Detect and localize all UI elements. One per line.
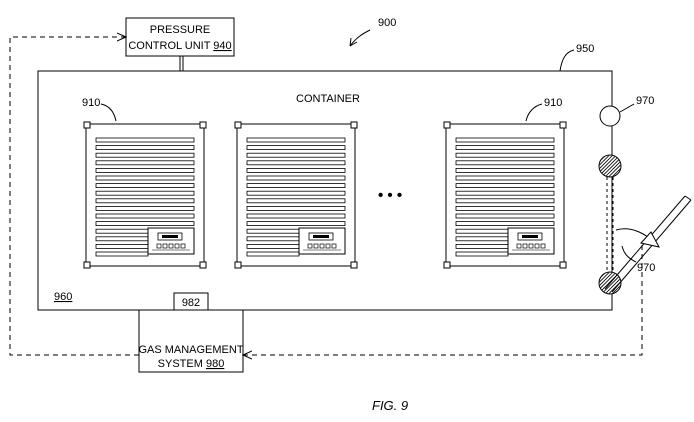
signal-door-to-gas: [243, 245, 643, 355]
server-racks: [83, 121, 567, 269]
gas-system-line2: SYSTEM 980: [158, 358, 225, 370]
server-rack: [234, 121, 358, 269]
figure-ref-arrowhead: [349, 37, 358, 47]
server-ref-right-leader: [525, 103, 543, 122]
figure-caption: FIG. 9: [372, 398, 408, 413]
gas-port: [173, 292, 209, 311]
server-rack: [83, 121, 207, 269]
pressure-control-unit: PRESSURE CONTROL UNIT 940: [125, 17, 235, 71]
gas-system-line1: GAS MANAGEMENT: [138, 344, 243, 356]
server-ref-left: 910: [82, 97, 100, 109]
pressure-unit-ref: 940: [213, 40, 231, 52]
door-swing-arrowhead: [640, 231, 660, 248]
figure-ref-arrow: [349, 29, 371, 47]
door-ref-970: 970: [637, 262, 655, 274]
server-rack: [443, 121, 567, 269]
container-door: 970: [604, 195, 692, 293]
pressure-unit-line1: PRESSURE: [150, 24, 211, 36]
container-interior-ref: 960: [54, 291, 72, 303]
pressure-unit-line2: CONTROL UNIT 940: [128, 40, 231, 52]
gas-management-system: GAS MANAGEMENT SYSTEM 980 982: [138, 292, 244, 373]
server-ref-right: 910: [544, 97, 562, 109]
container-ref-950: 950: [576, 43, 594, 55]
figure-ref-900: 900: [378, 17, 396, 29]
gas-system-ref: 980: [206, 358, 224, 370]
server-ellipsis: • • •: [378, 187, 402, 204]
sensor-top: [599, 105, 621, 127]
container-ref-leader: [559, 49, 575, 72]
gas-port-ref: 982: [182, 297, 200, 309]
sensor-ref-top: 970: [636, 95, 654, 107]
signal-lines: [9, 37, 643, 356]
signal-gas-to-pressure: [9, 37, 139, 356]
server-ref-left-leader: [100, 103, 117, 122]
container-label: CONTAINER: [296, 93, 360, 105]
